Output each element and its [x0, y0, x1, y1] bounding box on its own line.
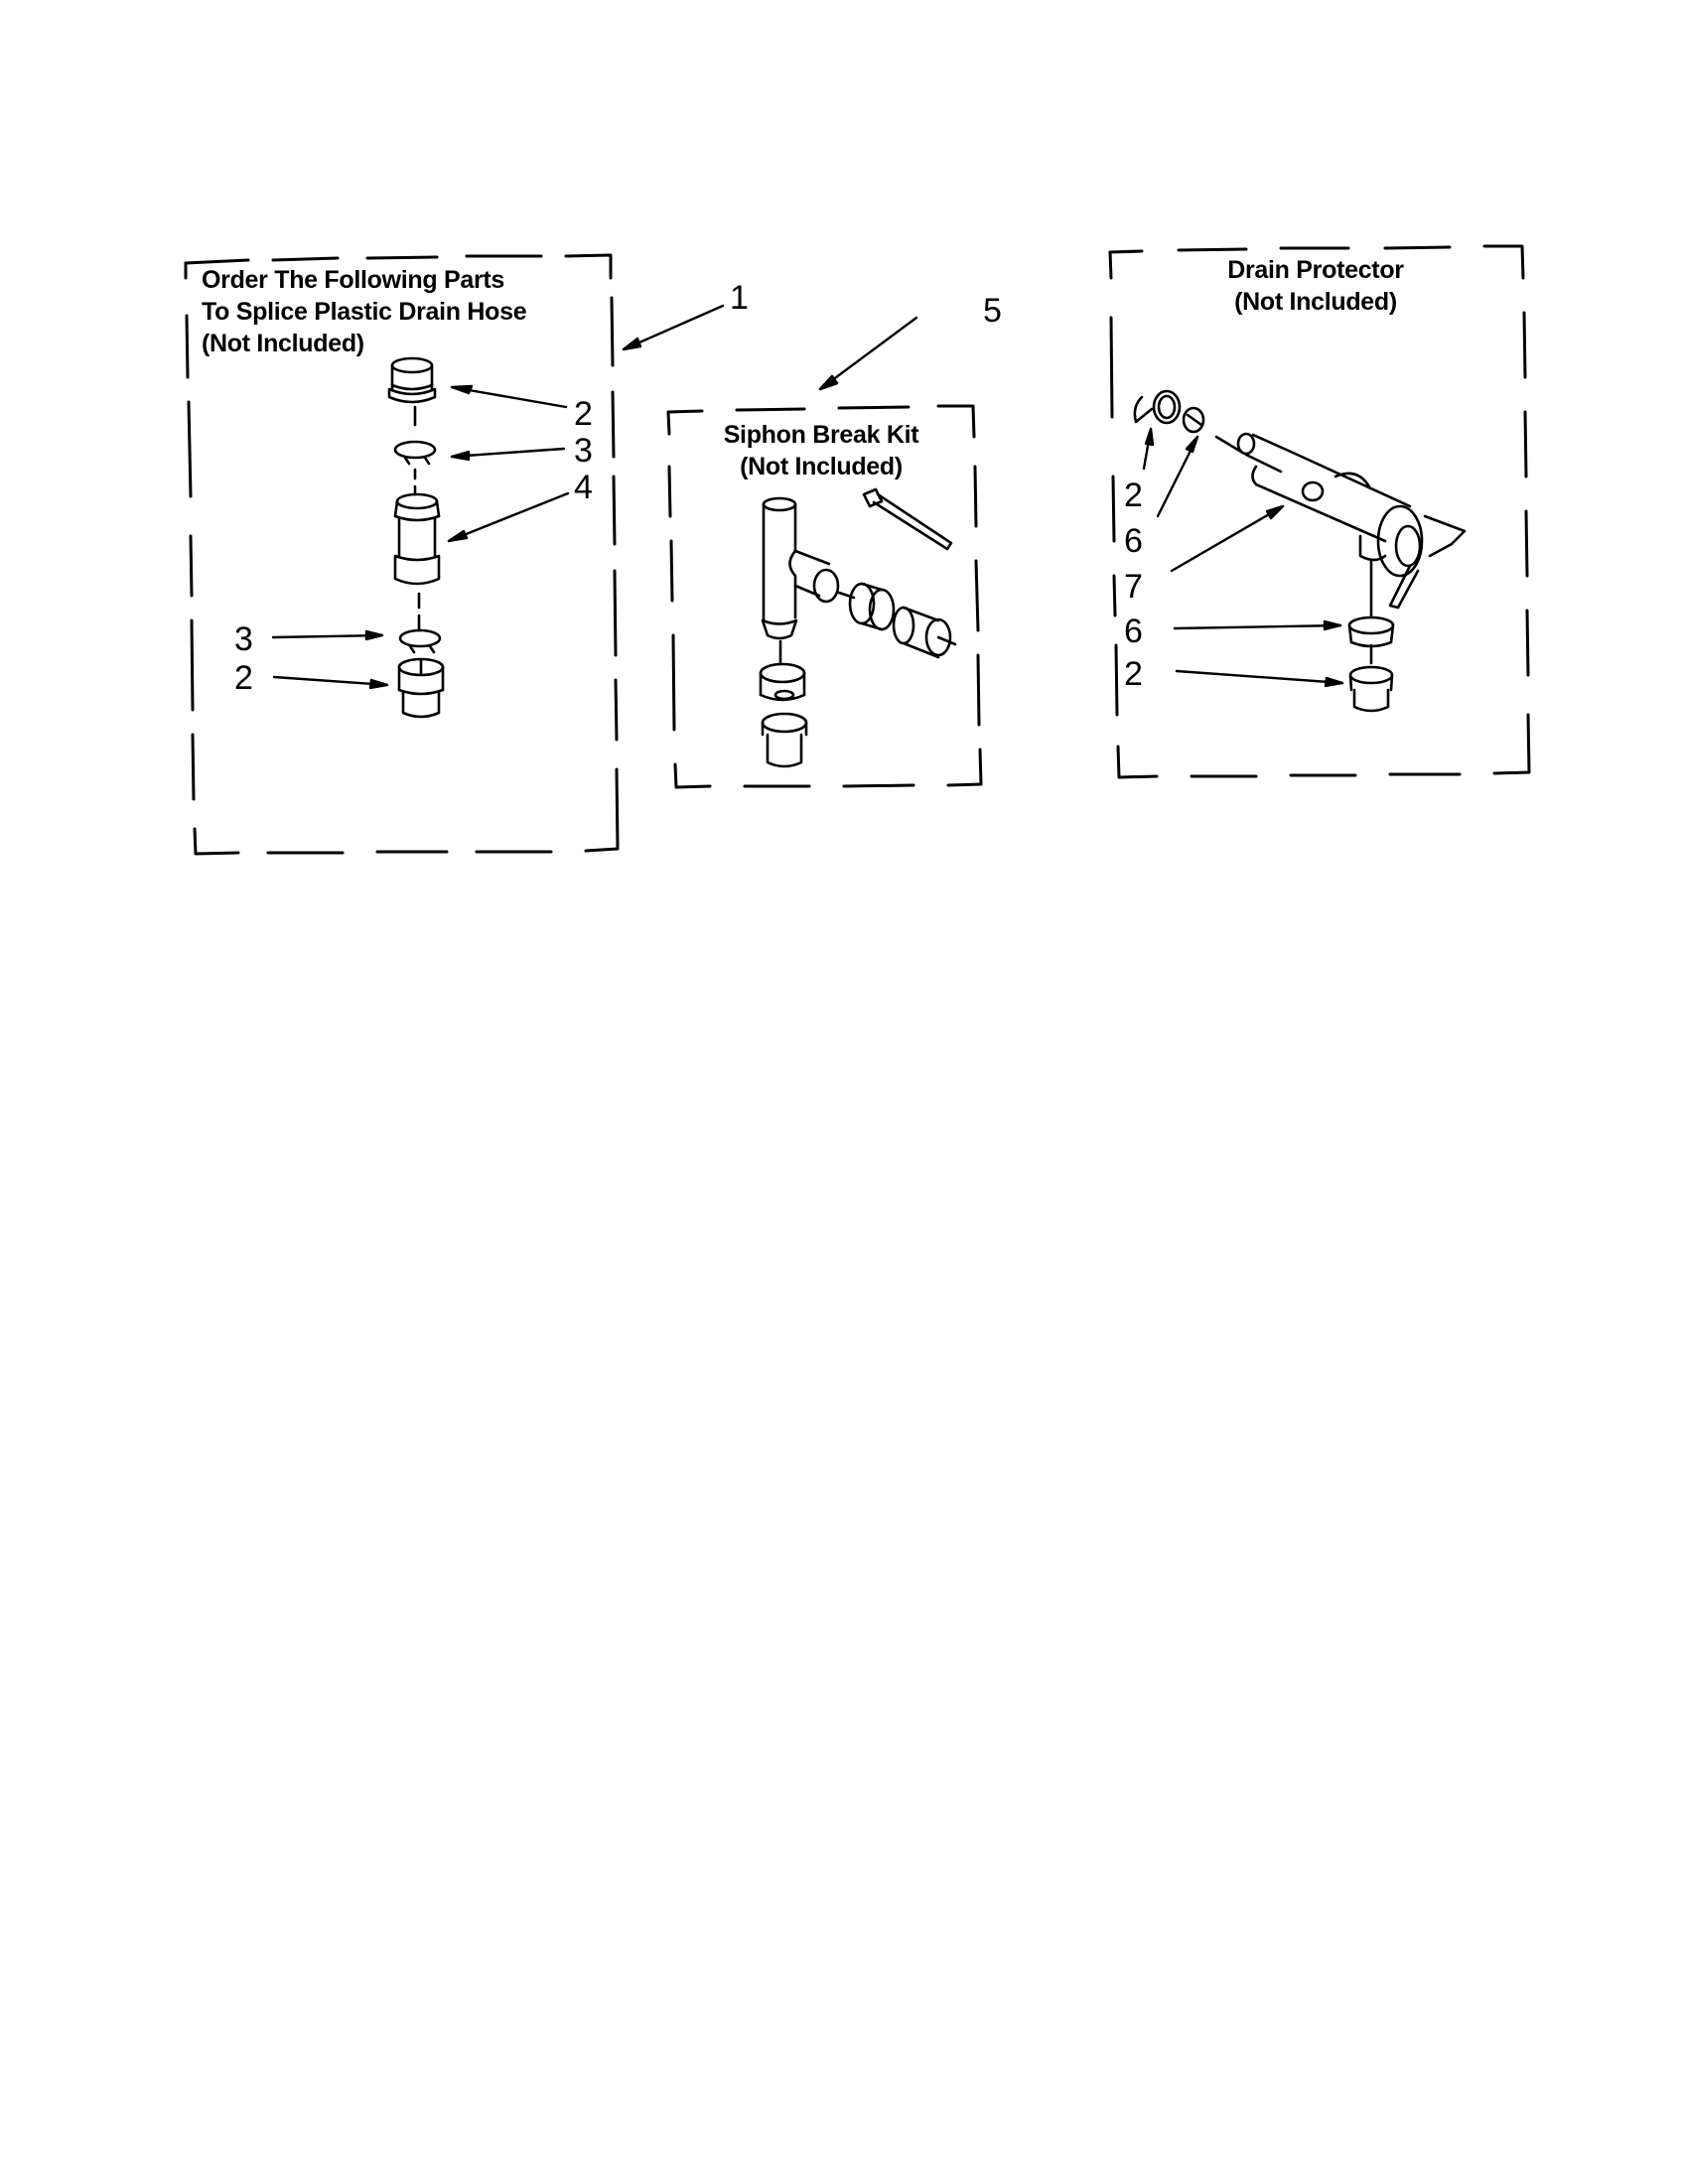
callout-2: 2	[234, 659, 253, 697]
callout-5: 5	[983, 292, 1002, 330]
hose-nipple-bottom-right	[1348, 665, 1394, 713]
hose-nipple-top	[387, 356, 437, 404]
siphon-kit-title: Siphon Break Kit (Not Included)	[667, 419, 975, 482]
callout-arrows-panel1	[271, 304, 725, 690]
coupling-nut-left	[1182, 406, 1205, 434]
callout-4: 4	[574, 469, 593, 506]
callout-arrows-panel3	[1142, 427, 1344, 688]
coupling-nut-side	[848, 582, 896, 631]
callout-3: 3	[574, 432, 593, 470]
tee-fitting	[761, 496, 840, 640]
title-line: (Not Included)	[1234, 288, 1397, 316]
hose-nipple-left	[1133, 389, 1182, 425]
callout-arrow-5	[818, 316, 918, 391]
callout-2: 2	[1124, 655, 1143, 693]
hose-nipple-bottom	[397, 657, 445, 719]
drain-protector-body	[1214, 432, 1467, 610]
cable-tie	[862, 487, 953, 551]
title-line: Siphon Break Kit	[723, 421, 919, 449]
title-line: (Not Included)	[740, 453, 903, 480]
siphon-kit-box	[666, 404, 983, 789]
clamp-ring-bottom	[398, 628, 442, 654]
title-line: To Splice Plastic Drain Hose	[202, 298, 527, 326]
callout-6: 6	[1124, 522, 1143, 560]
splice-kit-box	[184, 253, 620, 856]
adapter-side	[892, 606, 957, 659]
callout-3: 3	[234, 620, 253, 658]
callout-6: 6	[1124, 613, 1143, 650]
callout-2: 2	[1124, 477, 1143, 514]
hose-nipple-siphon	[761, 712, 808, 768]
callout-2: 2	[574, 395, 593, 433]
drain-protector-title: Drain Protector (Not Included)	[1152, 254, 1479, 318]
clamp-ring-top	[393, 440, 437, 466]
callout-7: 7	[1124, 568, 1143, 606]
callout-1: 1	[730, 279, 749, 317]
coupling-nut-bottom	[759, 662, 806, 702]
title-line: Order The Following Parts	[202, 266, 505, 294]
splice-kit-title: Order The Following Parts To Splice Plas…	[202, 264, 527, 359]
title-line: (Not Included)	[202, 330, 364, 357]
title-line: Drain Protector	[1227, 256, 1404, 284]
coupling-nut-bottom-right	[1347, 615, 1395, 648]
drain-protector-box	[1108, 244, 1531, 779]
hose-connector	[393, 492, 441, 586]
